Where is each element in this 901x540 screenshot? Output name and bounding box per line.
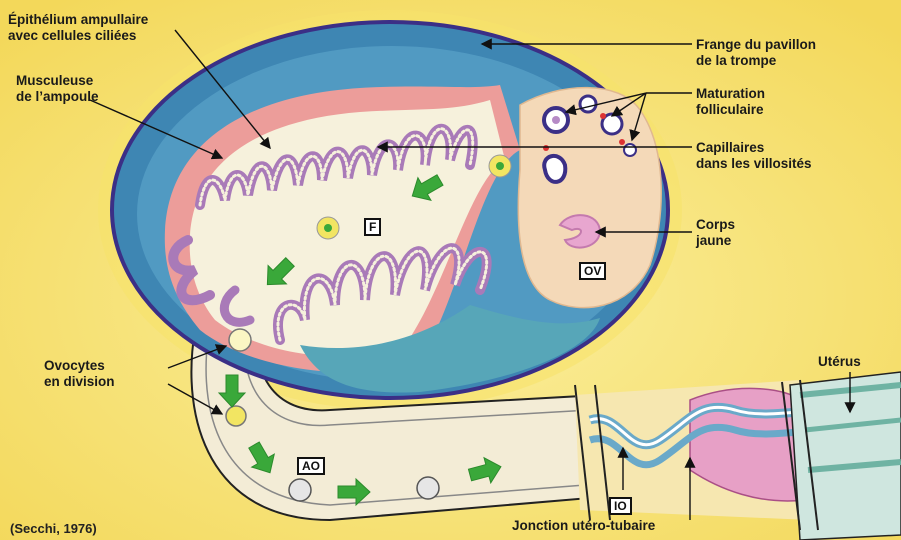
source-credit: (Secchi, 1976)	[10, 521, 97, 536]
label-capillaires: Capillaires dans les villosités	[696, 140, 812, 172]
label-frange: Frange du pavillon de la trompe	[696, 37, 816, 69]
label-musculeuse: Musculeuse de l’ampoule	[16, 73, 99, 105]
box-F: F	[364, 218, 381, 236]
label-jonction: Jonction utéro-tubaire	[512, 518, 655, 534]
box-AO: AO	[297, 457, 325, 475]
label-epithelium: Épithélium ampullaire avec cellules cili…	[8, 12, 148, 44]
label-uterus: Utérus	[818, 354, 861, 370]
label-corps-jaune: Corps jaune	[696, 217, 735, 249]
ampulla-circle	[112, 22, 668, 398]
label-maturation: Maturation folliculaire	[696, 86, 765, 118]
uterus-wall	[782, 372, 901, 540]
box-OV: OV	[579, 262, 606, 280]
label-ovocytes: Ovocytes en division	[44, 358, 115, 390]
box-IO: IO	[609, 497, 632, 515]
